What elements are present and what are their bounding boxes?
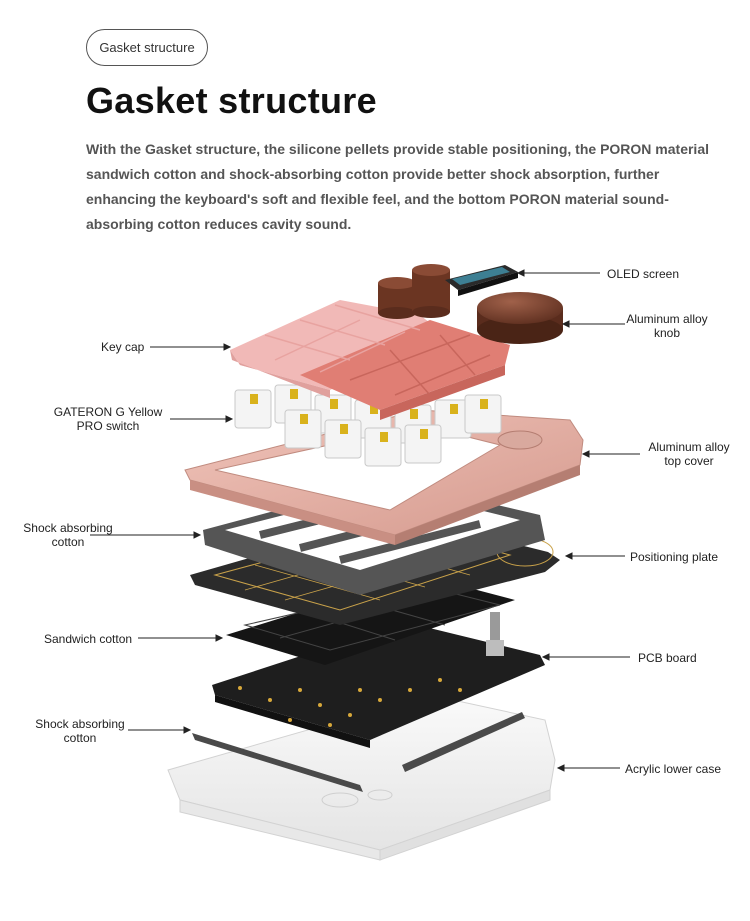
label-oled-screen: OLED screen	[607, 267, 680, 281]
description-text: With the Gasket structure, the silicone …	[86, 141, 709, 232]
page-title: Gasket structure	[86, 80, 377, 121]
label-pcb-board: PCB board	[638, 651, 697, 665]
aluminum-alloy-knob	[477, 292, 563, 344]
label-key-cap: Key cap	[101, 340, 145, 354]
oled-screen	[445, 265, 518, 296]
label-acrylic-lower-case: Acrylic lower case	[625, 762, 722, 776]
label-shock-absorbing-bottom: Shock absorbing cotton	[35, 717, 125, 745]
keycaps	[230, 300, 510, 420]
label-shock-absorbing-top: Shock absorbing cotton	[23, 521, 113, 549]
shock-absorbing-cotton-bottom	[192, 712, 525, 792]
gateron-switches	[234, 384, 502, 467]
acrylic-lower-case	[167, 694, 556, 861]
label-gateron-switch: GATERON G Yellow PRO switch	[53, 405, 163, 433]
leader-lines	[90, 269, 640, 772]
label-positioning-plate: Positioning plate	[630, 550, 719, 564]
label-aluminum-knob: Aluminum alloy knob	[626, 312, 708, 340]
section-badge: Gasket structure	[86, 29, 208, 66]
label-sandwich-cotton: Sandwich cotton	[44, 632, 133, 646]
small-knobs	[378, 264, 450, 319]
label-top-cover: Aluminum alloy top cover	[648, 440, 730, 468]
pcb-board	[212, 612, 545, 748]
